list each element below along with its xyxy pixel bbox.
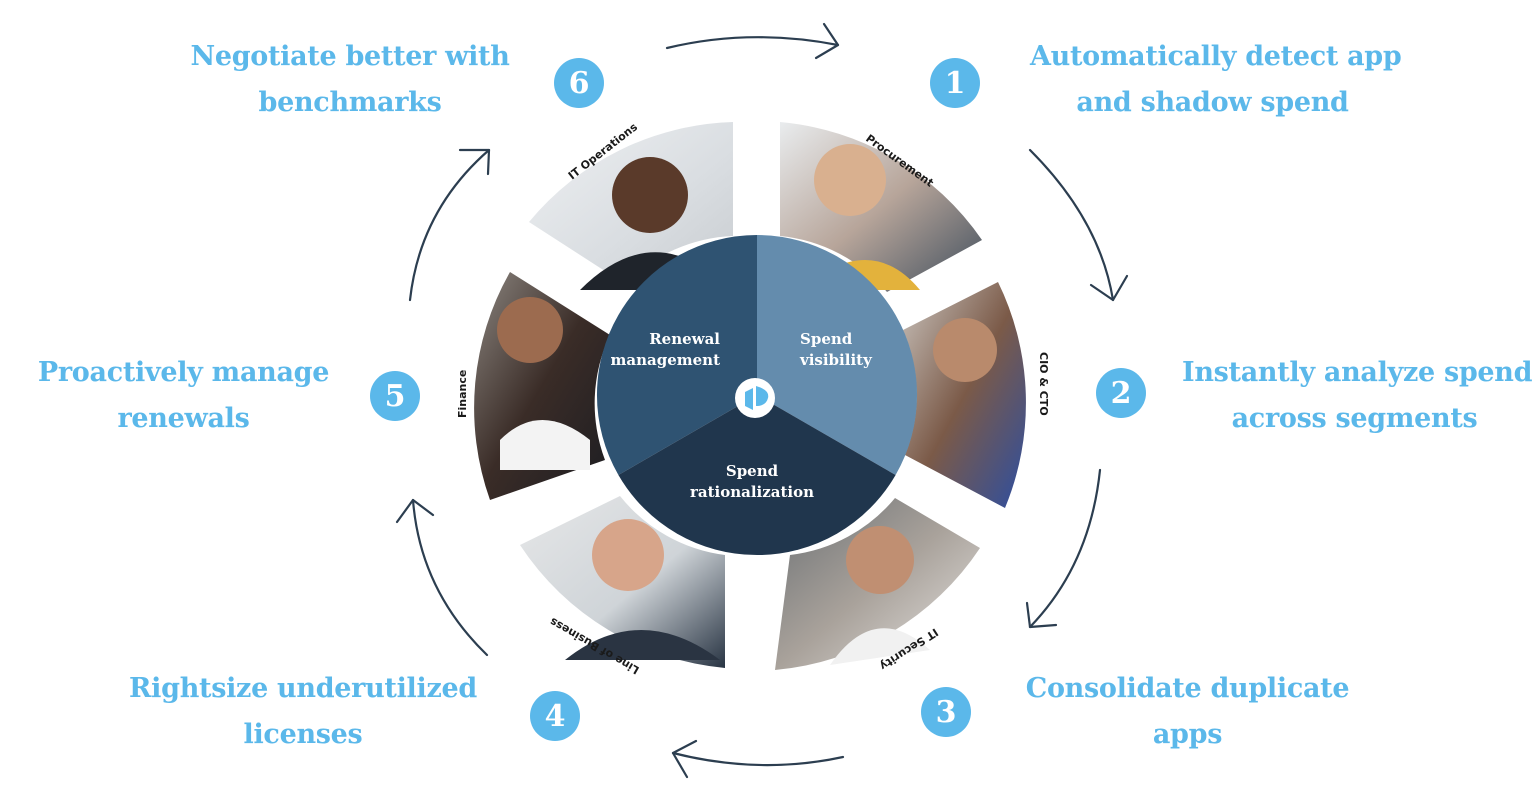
brand-logo-icon xyxy=(735,378,775,418)
segment-label-visibility-line1: Spend xyxy=(800,330,853,348)
step-2-badge: 2 xyxy=(1096,368,1146,418)
arrow-5-to-6-icon xyxy=(408,148,491,302)
step-4-line1: Rightsize underutilized xyxy=(129,673,477,704)
step-4-badge: 4 xyxy=(530,691,580,741)
segment-label-renewal-line2: management xyxy=(611,351,721,369)
step-5-text: Proactively manage renewals xyxy=(36,350,331,442)
center-pie: Renewal management Spend visibility Spen… xyxy=(596,235,918,556)
segment-label-rationalization-line1: Spend xyxy=(726,462,779,480)
arrow-1-to-2-icon xyxy=(1028,148,1129,302)
step-2-line1: Instantly analyze spend xyxy=(1182,357,1533,388)
step-5-badge: 5 xyxy=(370,371,420,421)
step-2-text: Instantly analyze spend across segments xyxy=(1182,350,1533,442)
step-5-line1: Proactively manage xyxy=(37,357,330,388)
step-3-line2: apps xyxy=(1152,719,1223,750)
segment-label-rationalization-line2: rationalization xyxy=(690,483,814,501)
step-4-text: Rightsize underutilized licenses xyxy=(128,666,478,758)
step-6-line1: Negotiate better with xyxy=(190,41,510,72)
step-3-text: Consolidate duplicate apps xyxy=(1020,666,1355,758)
photo-cio-cto xyxy=(903,282,1026,508)
segment-spend-rationalization xyxy=(618,395,896,556)
role-label-finance: Finance xyxy=(456,370,469,418)
segment-spend-visibility xyxy=(757,235,918,475)
step-1-badge: 1 xyxy=(930,58,980,108)
step-5-line2: renewals xyxy=(117,403,250,434)
step-3-badge: 3 xyxy=(921,687,971,737)
arrow-3-to-4-icon xyxy=(671,739,845,779)
segment-label-renewal-line1: Renewal xyxy=(649,330,720,348)
arrow-2-to-3-icon xyxy=(1025,468,1102,629)
role-label-cio-cto: CIO & CTO xyxy=(1037,352,1050,416)
step-1-line2: and shadow spend xyxy=(1076,87,1349,118)
arrow-6-to-1-icon xyxy=(665,22,840,60)
segment-label-visibility-line2: visibility xyxy=(799,351,873,369)
segment-renewal-management xyxy=(596,235,757,475)
step-1-line1: Automatically detect app xyxy=(1030,41,1402,72)
step-1-text: Automatically detect app and shadow spen… xyxy=(1030,34,1402,126)
step-6-badge: 6 xyxy=(554,58,604,108)
role-wedges xyxy=(474,122,1026,670)
arrow-4-to-5-icon xyxy=(395,498,489,657)
step-3-line1: Consolidate duplicate xyxy=(1025,673,1350,704)
cycle-arrows xyxy=(395,22,1129,779)
step-2-line2: across segments xyxy=(1231,403,1478,434)
step-4-line2: licenses xyxy=(243,719,363,750)
step-6-text: Negotiate better with benchmarks xyxy=(190,34,510,126)
step-6-line2: benchmarks xyxy=(258,87,442,118)
